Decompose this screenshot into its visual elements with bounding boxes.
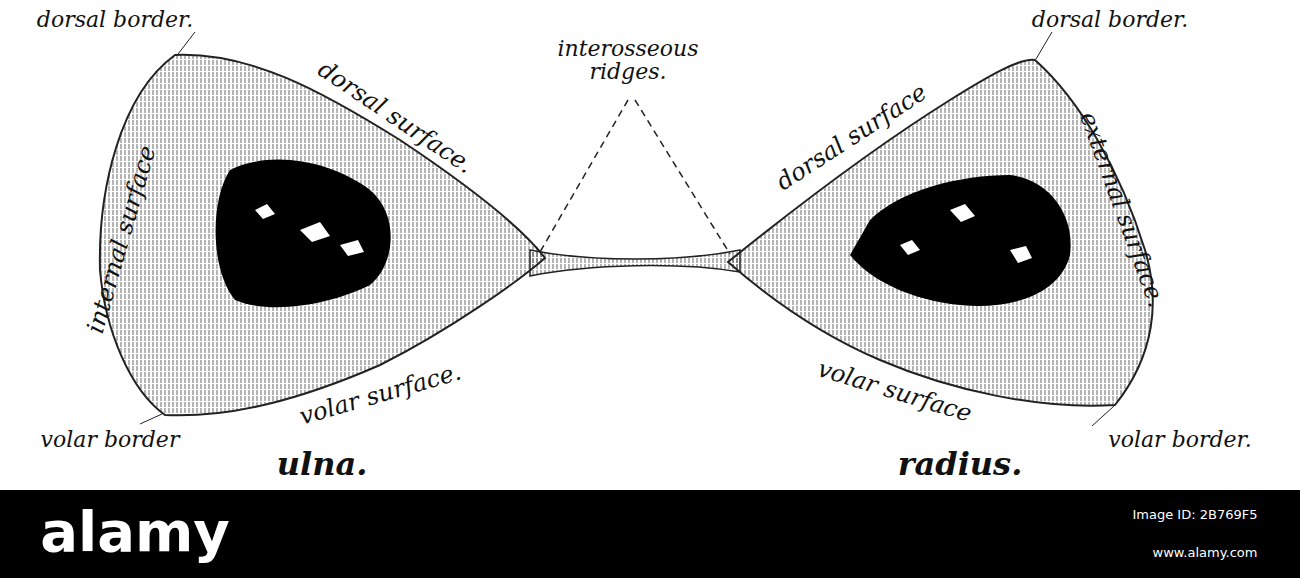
watermark: Image ID: 2B769F5 [1133, 508, 1258, 522]
part-name: dorsal border. [37, 8, 193, 31]
part-name: volar border. [1108, 428, 1251, 451]
part-name: dorsal border. [1032, 8, 1188, 31]
watermark: alamy [40, 503, 230, 562]
part-name: volar border [41, 428, 180, 451]
bone-name: ulna. [277, 448, 368, 482]
watermark: www.alamy.com [1153, 546, 1258, 560]
bone-name: radius. [898, 448, 1023, 482]
part-name: interosseous ridges. [538, 37, 718, 83]
